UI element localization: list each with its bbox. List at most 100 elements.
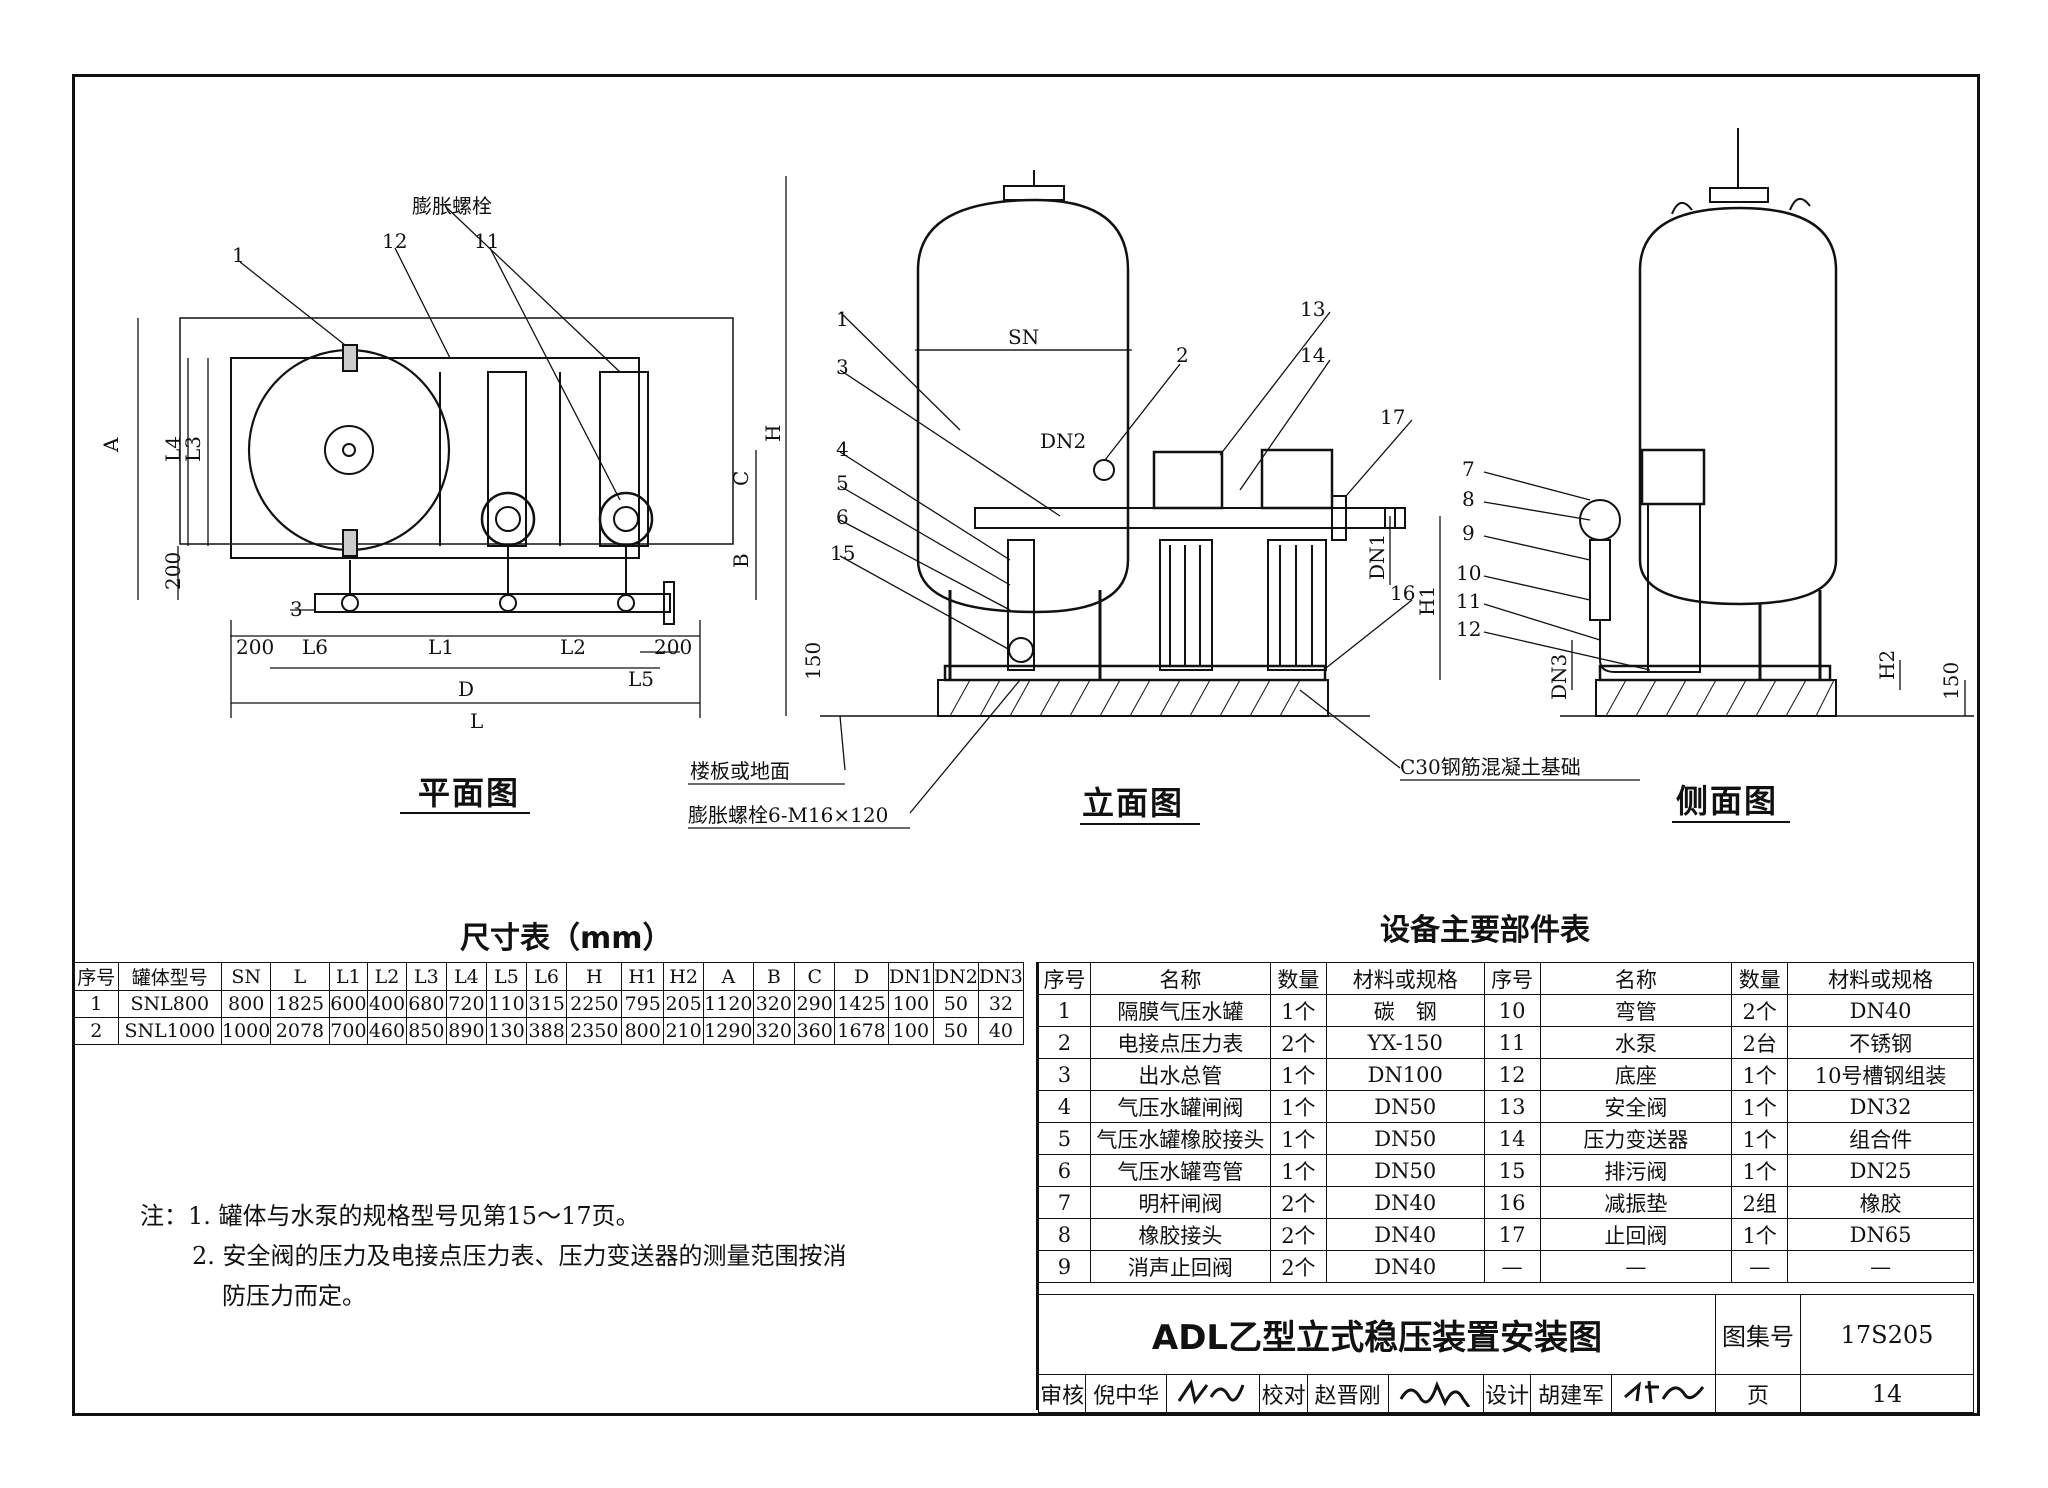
parts-table-cell: 橡胶: [1787, 1186, 1974, 1219]
parts-table-cell: 2个: [1269, 1218, 1327, 1251]
parts-table-cell: 气压水罐弯管: [1089, 1154, 1271, 1187]
dimension-table-cell: 320: [752, 990, 796, 1018]
plan-dim-L: L: [470, 709, 483, 733]
parts-table-cell: 1个: [1269, 1090, 1327, 1123]
dimension-table-cell: SNL800: [117, 990, 222, 1018]
elev-dim-H1: H1: [1415, 586, 1439, 616]
design-label: 设计: [1482, 1374, 1532, 1413]
parts-table-cell: 安全阀: [1539, 1090, 1733, 1123]
dimension-table-cell: 2: [74, 1017, 119, 1045]
parts-table-cell: 10: [1483, 994, 1541, 1027]
plan-dim-L4: L4: [161, 436, 185, 462]
plan-dim-L6: L6: [302, 635, 328, 659]
parts-table-cell: 10号槽钢组装: [1787, 1058, 1974, 1091]
parts-table-cell: 隔膜气压水罐: [1089, 994, 1271, 1027]
review-label: 审核: [1037, 1374, 1087, 1413]
parts-table-header-cell: 名称: [1539, 962, 1733, 995]
parts-table-cell: DN32: [1787, 1090, 1974, 1123]
dimension-table-cell: 1290: [703, 1017, 754, 1045]
dimension-table-header-cell: L1: [328, 962, 369, 991]
dimension-table-header-cell: A: [703, 962, 754, 991]
parts-table-cell: DN50: [1325, 1090, 1485, 1123]
dimension-table-header-cell: L4: [445, 962, 487, 991]
plan-caption: 平面图: [418, 774, 520, 812]
dimension-table-cell: 320: [752, 1017, 796, 1045]
parts-table-cell: 底座: [1539, 1058, 1733, 1091]
dimension-table-cell: 1000: [220, 1017, 272, 1045]
dimension-table-cell: 800: [220, 990, 272, 1018]
parts-table-cell: 水泵: [1539, 1026, 1733, 1059]
parts-table-cell: 14: [1483, 1122, 1541, 1155]
dimension-table-header-cell: 罐体型号: [117, 962, 222, 991]
page-number: 14: [1800, 1374, 1974, 1413]
drawing-frame: [72, 74, 1980, 1416]
dimension-table-cell: SNL1000: [117, 1017, 222, 1045]
parts-table-cell: 1个: [1269, 1122, 1327, 1155]
dimension-table-cell: 50: [932, 1017, 979, 1045]
plan-dim-C: C: [729, 471, 753, 486]
parts-table-cell: 1个: [1731, 1154, 1789, 1187]
elev-callout-17: 17: [1380, 405, 1405, 429]
plan-callout-3: 3: [290, 597, 303, 621]
parts-table-header-cell: 材料或规格: [1325, 962, 1485, 995]
dimension-table-cell: 290: [794, 990, 836, 1018]
dimension-table-header-cell: B: [752, 962, 796, 991]
parts-table-cell: 12: [1483, 1058, 1541, 1091]
parts-table-title: 设备主要部件表: [1380, 913, 1590, 948]
elev-floor-label: 楼板或地面: [690, 759, 790, 783]
dimension-table-cell: 680: [405, 990, 447, 1018]
dimension-table-cell: 1120: [703, 990, 754, 1018]
dimension-table-cell: 850: [405, 1017, 447, 1045]
dimension-table-cell: 1678: [834, 1017, 889, 1045]
parts-table-cell: 气压水罐闸阀: [1089, 1090, 1271, 1123]
parts-table-cell: DN50: [1325, 1122, 1485, 1155]
dimension-table-header-cell: L2: [367, 962, 407, 991]
elev-dim-H: H: [761, 425, 785, 442]
elev-callout-16: 16: [1390, 581, 1415, 605]
parts-table-cell: 9: [1038, 1250, 1091, 1283]
dimension-table-header-cell: SN: [220, 962, 272, 991]
parts-table-cell: DN65: [1787, 1218, 1974, 1251]
side-caption: 侧面图: [1676, 782, 1778, 820]
dimension-table-cell: 205: [663, 990, 705, 1018]
atlas-no: 17S205: [1800, 1294, 1974, 1375]
parts-table-cell: 减振垫: [1539, 1186, 1733, 1219]
page-label: 页: [1715, 1374, 1801, 1413]
dimension-table-cell: 315: [526, 990, 568, 1018]
parts-table-header-cell: 数量: [1731, 962, 1789, 995]
dimension-table-header-cell: DN1: [887, 962, 934, 991]
parts-table-cell: 1个: [1731, 1122, 1789, 1155]
parts-table-cell: 16: [1483, 1186, 1541, 1219]
elevation-view: [785, 170, 1441, 814]
parts-table-cell: 组合件: [1787, 1122, 1974, 1155]
note-item-3: 防压力而定。: [222, 1282, 366, 1310]
parts-table-cell: 排污阀: [1539, 1154, 1733, 1187]
elev-dim-DN1: DN1: [1365, 534, 1389, 580]
parts-table-cell: 电接点压力表: [1089, 1026, 1271, 1059]
parts-table-cell: DN50: [1325, 1154, 1485, 1187]
dimension-table-title: 尺寸表（mm）: [460, 921, 673, 956]
checker-name: 赵晋刚: [1306, 1374, 1389, 1413]
plan-dim-200: 200: [161, 552, 185, 590]
dimension-table-cell: 100: [887, 1017, 934, 1045]
plan-dim-D: D: [458, 677, 474, 701]
dimension-table-cell: 460: [367, 1017, 407, 1045]
dimension-table-header-cell: L: [270, 962, 330, 991]
parts-table-cell: 气压水罐橡胶接头: [1089, 1122, 1271, 1155]
designer-name: 胡建军: [1530, 1374, 1613, 1413]
side-callout-8: 8: [1462, 487, 1475, 511]
dimension-table-header-cell: H2: [663, 962, 705, 991]
dimension-table-cell: 700: [328, 1017, 369, 1045]
plan-dim-L2: L2: [560, 635, 586, 659]
dimension-table-cell: 720: [445, 990, 487, 1018]
dimension-table-cell: 360: [794, 1017, 836, 1045]
designer-signature: [1611, 1374, 1716, 1413]
